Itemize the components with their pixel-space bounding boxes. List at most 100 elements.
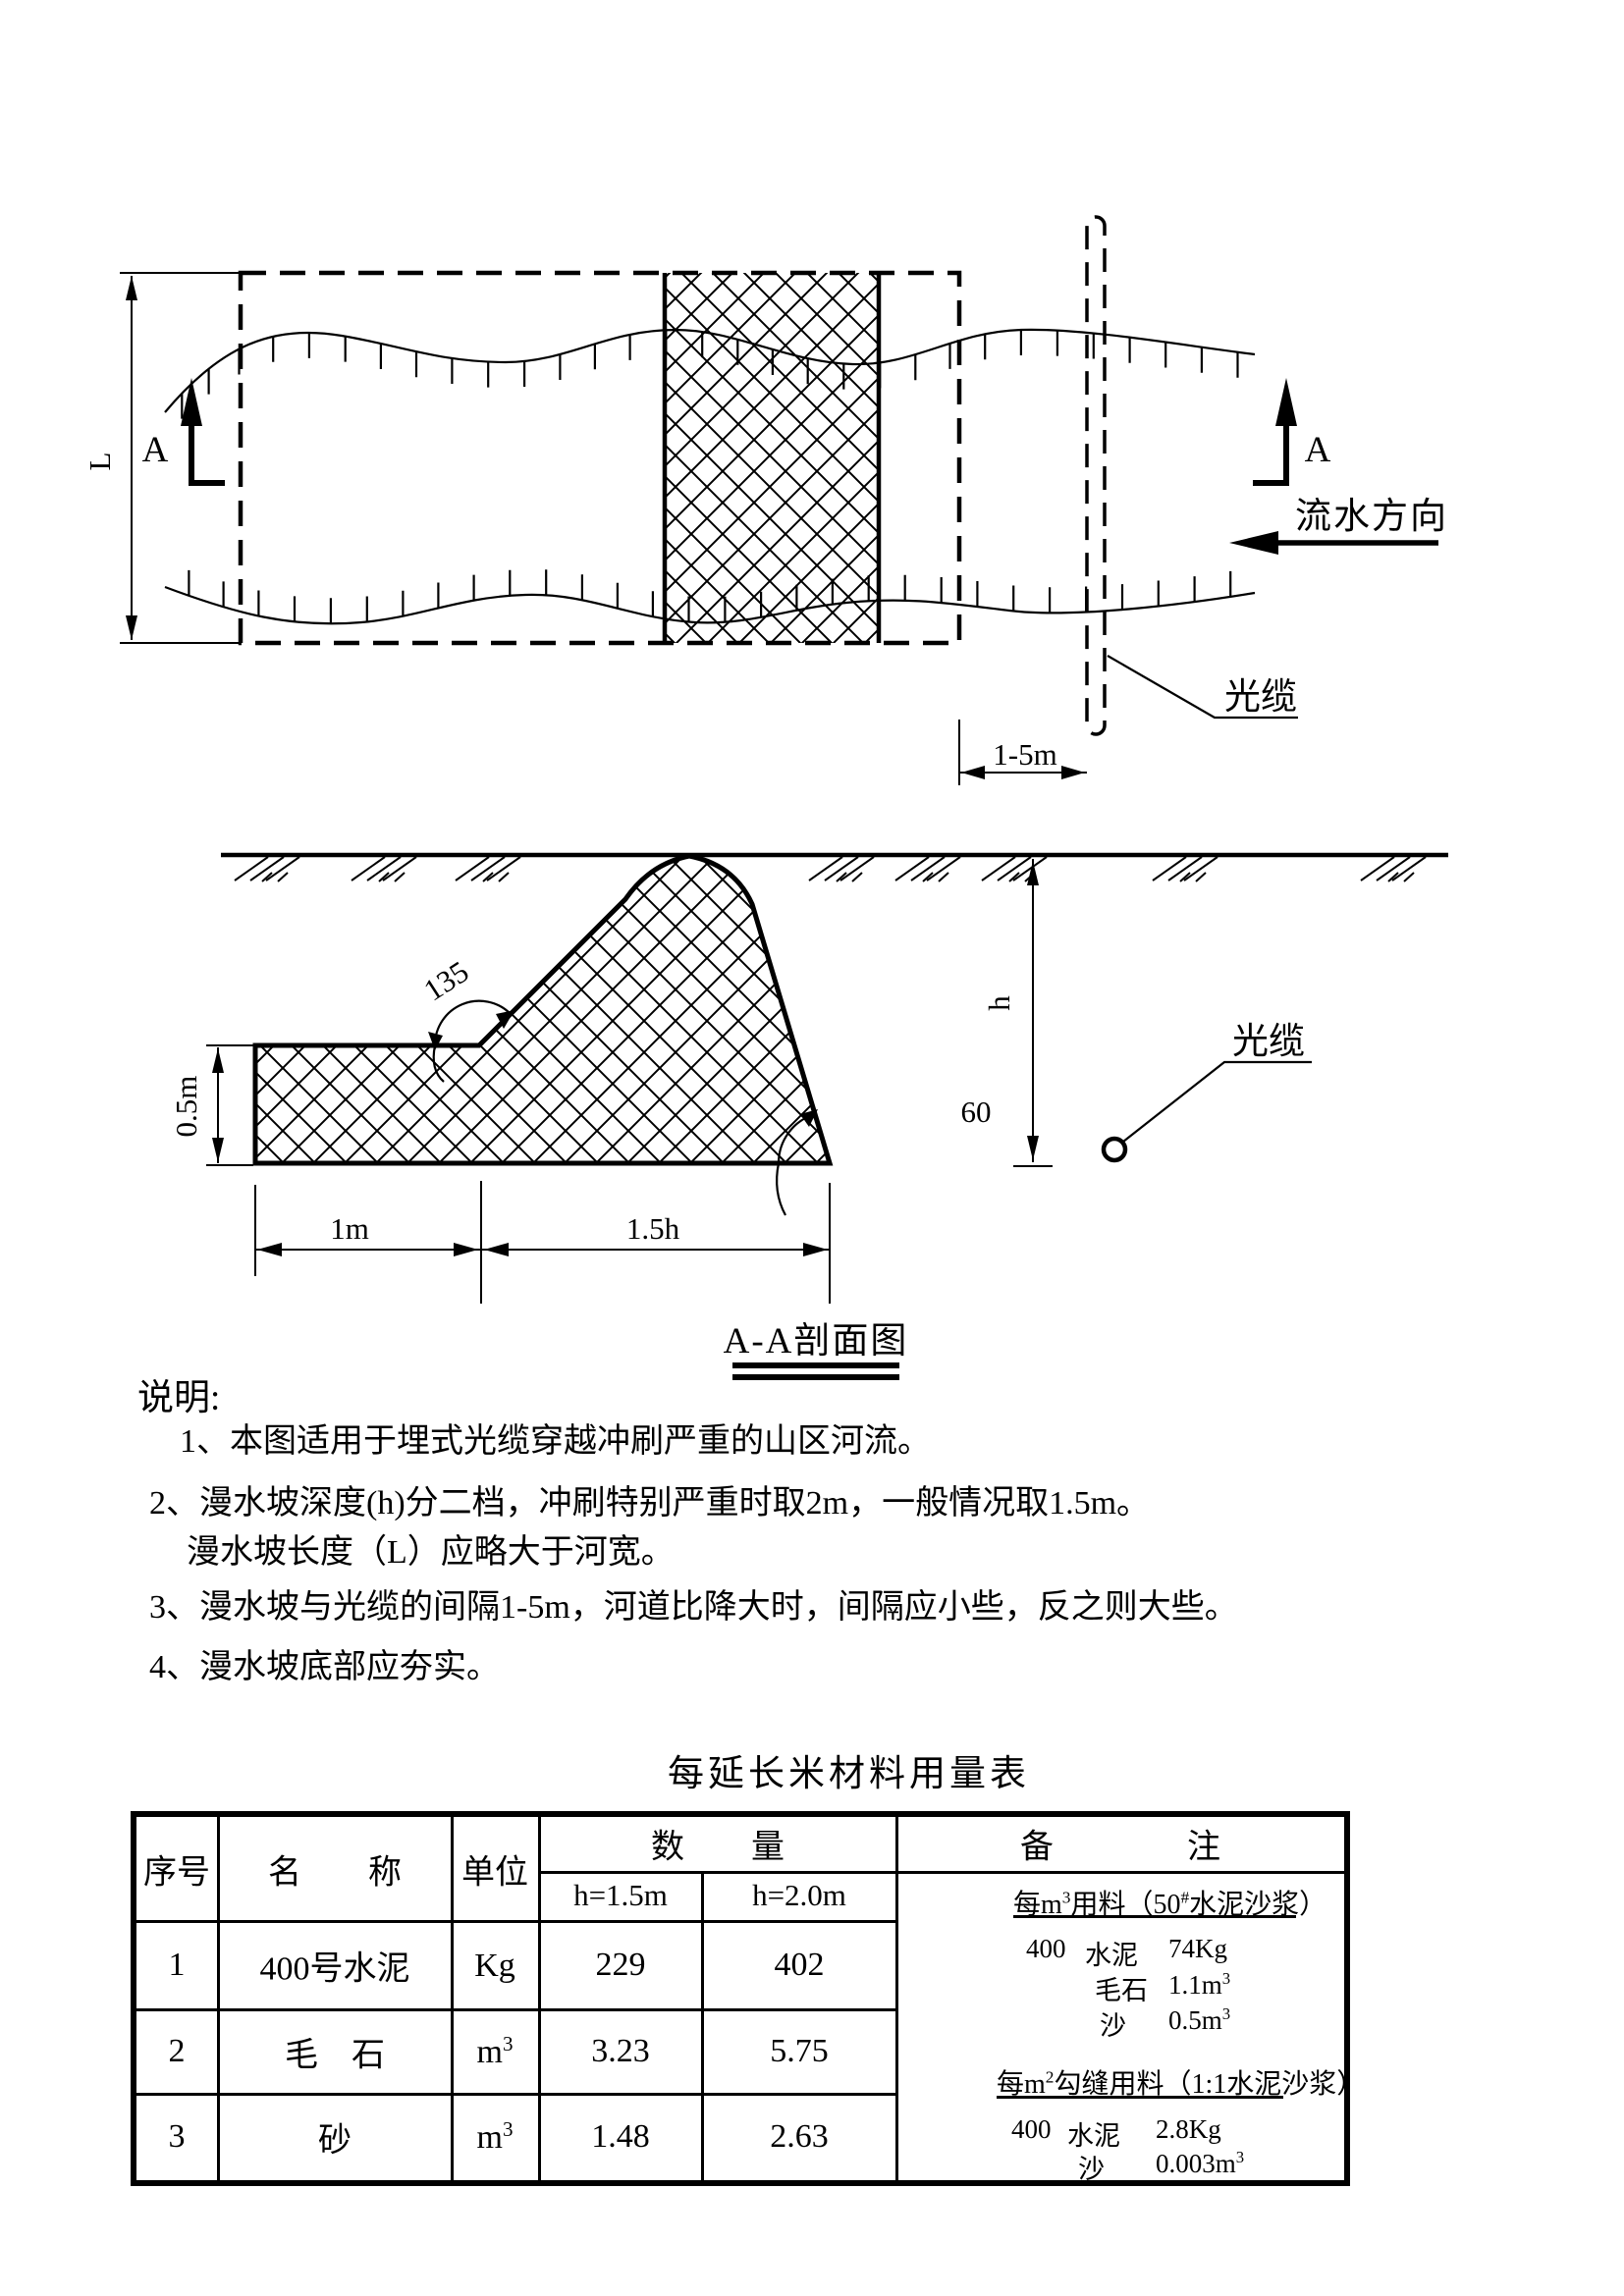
- cell-q15: 3.23: [591, 2033, 650, 2069]
- table-title: 每延长米材料用量表: [668, 1754, 1030, 1794]
- remark-group1-title: 每m3用料（50#水泥沙浆）: [1013, 1888, 1327, 1920]
- length-dim-label: L: [82, 453, 117, 471]
- slope-hatched-area-plan: [665, 273, 879, 643]
- section-title-text: A-A剖面图: [724, 1320, 909, 1362]
- note-3-num: 3、: [149, 1589, 199, 1626]
- section-marker-left: A: [142, 378, 225, 486]
- slope-angle-label: 60: [961, 1095, 992, 1129]
- remark-row: 毛石: [1095, 1976, 1148, 2005]
- cable-callout-plan: 光缆: [1107, 655, 1298, 720]
- remark-row: 沙: [1100, 2011, 1126, 2041]
- section-letter-right: A: [1305, 430, 1331, 470]
- slab-height-dimension: 0.5m: [169, 1044, 253, 1166]
- material-table: 序号 名 称 单位 数 量 h=1.5m h=2.0m 备 注 1 400号水泥…: [131, 1811, 1364, 2186]
- header-unit: 单位: [461, 1854, 528, 1892]
- depth-dimension: h: [982, 859, 1053, 1167]
- slab-width-label: 1m: [330, 1211, 369, 1246]
- remark-row: 0.003m3: [1156, 2148, 1245, 2178]
- note-2-text: 漫水坡深度(h)分二档，冲刷特别严重时取2m，一般情况取1.5m。: [199, 1485, 1151, 1522]
- cell-q15: 229: [595, 1947, 646, 1983]
- cable-label-plan: 光缆: [1224, 677, 1297, 718]
- unit-sup: 3: [502, 2031, 514, 2056]
- cable-label-section: 光缆: [1232, 1022, 1305, 1062]
- cell-unit: Kg: [474, 1946, 515, 1985]
- plan-view: L A A 流水方向 1-5m: [82, 215, 1448, 785]
- remark-underline: [1013, 1915, 1296, 1918]
- header-remark: 备 注: [1020, 1829, 1220, 1866]
- cell-unit: m3: [477, 2117, 514, 2157]
- remark-row: 沙: [1078, 2155, 1105, 2184]
- cell-name: 400号水泥: [259, 1950, 410, 1988]
- remark-row: 水泥: [1085, 1941, 1138, 1970]
- unit-text: m: [476, 2119, 503, 2157]
- grid-line: [537, 1817, 541, 2180]
- cell-name: 毛 石: [285, 2037, 385, 2074]
- note-4-text: 漫水坡底部应夯实。: [199, 1649, 500, 1685]
- cell-seq: 3: [168, 2118, 186, 2155]
- remark-row: 74Kg: [1168, 1934, 1227, 1963]
- grid-line: [539, 1870, 1344, 1874]
- river-bank-hachures: [188, 569, 1232, 624]
- remark-underline: [997, 2096, 1283, 2099]
- flow-direction-label: 流水方向: [1295, 496, 1448, 537]
- river-banks: [164, 328, 1256, 625]
- note-4-num: 4、: [149, 1649, 199, 1685]
- grid-line: [136, 2007, 898, 2011]
- note-2-line2: 漫水坡长度（L）应略大于河宽。: [187, 1534, 675, 1571]
- river-bank-hachures: [181, 330, 1239, 419]
- slope-angle-callout: 60: [776, 1095, 992, 1216]
- remark-row: 水泥: [1067, 2121, 1120, 2151]
- cell-q20: 402: [774, 1947, 825, 1983]
- dashed-extent-rect: [238, 270, 962, 646]
- note-2-num: 2、: [149, 1485, 199, 1522]
- lower-bank-line: [164, 585, 1256, 625]
- depth-label: h: [982, 995, 1016, 1011]
- cable-line-plan: [1085, 215, 1107, 736]
- section-letter-left: A: [142, 430, 169, 470]
- grid-line: [894, 1817, 898, 2180]
- engineering-drawing: L A A 流水方向 1-5m: [82, 215, 1448, 1380]
- unit-text: Kg: [474, 1948, 515, 1985]
- section-title: A-A剖面图: [724, 1320, 909, 1380]
- upper-bank-line: [164, 328, 1256, 413]
- notes-heading: 说明:: [137, 1378, 221, 1418]
- header-qty: 数 量: [651, 1829, 785, 1866]
- length-dimension: L: [82, 272, 242, 644]
- slab-height-label: 0.5m: [169, 1076, 203, 1138]
- remark-row: 400: [1026, 1934, 1066, 1963]
- note-3: 3、漫水坡与光缆的间隔1-5m，河道比降大时，间隔应小些，反之则大些。: [149, 1591, 1238, 1625]
- gap-dim-label: 1-5m: [993, 737, 1056, 772]
- cell-q20: 2.63: [770, 2118, 829, 2155]
- slope-width-label: 1.5h: [626, 1211, 680, 1246]
- grid-line: [450, 1817, 454, 2180]
- header-h20: h=2.0m: [752, 1878, 846, 1912]
- remark-row: 2.8Kg: [1156, 2114, 1221, 2144]
- gap-dimension: 1-5m: [958, 720, 1087, 785]
- note-1: 1、本图适用于埋式光缆穿越冲刷严重的山区河流。: [180, 1425, 931, 1459]
- note-2: 2、漫水坡深度(h)分二档，冲刷特别严重时取2m，一般情况取1.5m。: [149, 1487, 1150, 1521]
- note-1-text: 本图适用于埋式光缆穿越冲刷严重的山区河流。: [230, 1423, 931, 1460]
- header-name: 名 称: [268, 1854, 402, 1892]
- slope-section-body: [252, 853, 834, 1166]
- cell-seq: 2: [168, 2033, 186, 2069]
- unit-sup: 3: [502, 2116, 514, 2141]
- bottom-dimensions: 1m 1.5h: [254, 1181, 831, 1304]
- remark-row: 1.1m3: [1168, 1969, 1231, 2000]
- note-1-num: 1、: [180, 1423, 230, 1460]
- cable-circle-icon: [1101, 1136, 1128, 1163]
- flow-direction: 流水方向: [1229, 496, 1448, 555]
- cell-seq: 1: [168, 1947, 186, 1983]
- grid-line: [136, 2092, 898, 2096]
- cable-callout-section: 光缆: [1122, 1022, 1312, 1143]
- unit-text: m: [476, 2034, 503, 2071]
- note-4: 4、漫水坡底部应夯实。: [149, 1651, 500, 1684]
- note-3-text: 漫水坡与光缆的间隔1-5m，河道比降大时，间隔应小些，反之则大些。: [199, 1589, 1238, 1626]
- cell-unit: m3: [477, 2032, 514, 2071]
- section-marker-right: A: [1253, 378, 1331, 486]
- header-h15: h=1.5m: [573, 1878, 668, 1912]
- header-seq: 序号: [143, 1854, 210, 1892]
- remark-row: 0.5m3: [1168, 2004, 1231, 2035]
- cell-name: 砂: [318, 2122, 352, 2160]
- inner-angle-label: 135: [417, 954, 474, 1008]
